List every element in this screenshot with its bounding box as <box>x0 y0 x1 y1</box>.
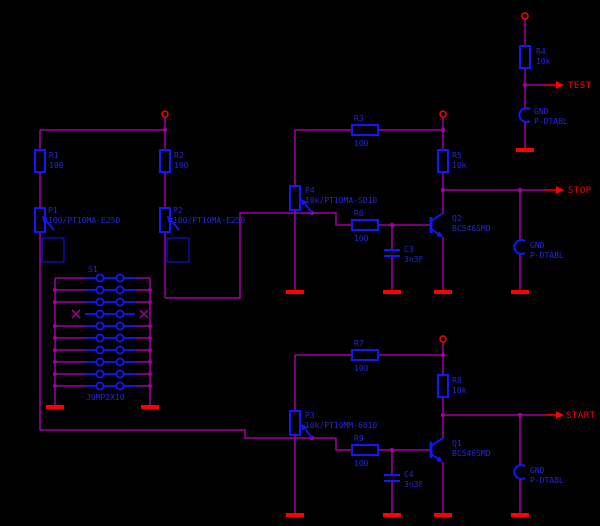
capacitor-c4[interactable]: C4 3n3F <box>384 470 423 489</box>
resistor-r7[interactable]: R7 100 <box>351 339 379 373</box>
tp-start-name-label: GND <box>530 466 545 475</box>
tp-test-value-label: P-DTABL <box>534 117 568 126</box>
net-label-start[interactable]: START <box>546 411 596 421</box>
s1-value-label: JUMP2X10 <box>86 393 125 402</box>
connector-s1[interactable]: S1 <box>55 265 150 402</box>
resistor-r6[interactable]: R6 100 <box>351 209 379 243</box>
net-label-stop[interactable]: STOP <box>546 186 592 196</box>
p1-name-label: P1 <box>48 206 58 215</box>
tp-test-name-label: GND <box>534 107 549 116</box>
p1-value-label: 100/PT10MA-E250 <box>48 216 120 225</box>
supply-pin-bias <box>161 110 169 118</box>
c4-name-label: C4 <box>404 470 414 479</box>
capacitor-c3[interactable]: C3 3n3F <box>384 245 423 264</box>
resistor-r9[interactable]: R9 100 <box>351 434 379 468</box>
supply-pins <box>161 12 529 343</box>
p4-name-label: P4 <box>305 186 315 195</box>
test-net-text: TEST <box>568 81 592 91</box>
c3-value-label: 3n3F <box>404 255 423 264</box>
tp-stop-value-label: P-DTABL <box>530 251 564 260</box>
trimmer-p3[interactable]: P3 10k/PT10MM-6010 <box>289 410 377 439</box>
trimmer-p1[interactable]: P1 100/PT10MA-E250 <box>34 206 120 263</box>
tp-start-value-label: P-DTABL <box>530 476 564 485</box>
r9-name-label: R9 <box>354 434 364 443</box>
wiper-arrow-icon <box>301 424 308 431</box>
ground-symbols <box>46 148 534 517</box>
arrow-right-icon <box>556 186 564 194</box>
arrow-right-icon <box>556 411 564 419</box>
r9-value-label: 100 <box>354 459 369 468</box>
p2-name-label: P2 <box>173 206 183 215</box>
r1-name-label: R1 <box>49 151 59 160</box>
testpoint-start[interactable]: GND P-DTABL <box>513 464 564 485</box>
r6-name-label: R6 <box>354 209 364 218</box>
supply-pin-stop <box>439 110 447 118</box>
r5-value-label: 10k <box>452 161 467 170</box>
emitter-arrow-icon <box>436 456 443 462</box>
r5-name-label: R5 <box>452 151 462 160</box>
tp-stop-name-label: GND <box>530 241 545 250</box>
r2-value-label: 100 <box>174 161 189 170</box>
r3-value-label: 100 <box>354 139 369 148</box>
r7-name-label: R7 <box>354 339 364 348</box>
resistor-r5[interactable]: R5 10k <box>437 149 467 173</box>
supply-pin-test <box>521 12 529 20</box>
resistor-r4[interactable]: R4 10k <box>519 45 551 69</box>
supply-pin-start <box>439 335 447 343</box>
wiper-arrow-icon <box>42 216 49 223</box>
transistor-q1[interactable]: Q1 BC546SMD <box>429 437 491 462</box>
p3-value-label: 10k/PT10MM-6010 <box>305 421 377 430</box>
testpoint-stop[interactable]: GND P-DTABL <box>513 239 564 260</box>
r6-value-label: 100 <box>354 234 369 243</box>
stop-net-text: STOP <box>568 186 592 196</box>
q1-name-label: Q1 <box>452 439 462 448</box>
arrow-right-icon <box>556 81 564 89</box>
resistor-r1[interactable]: R1 100 <box>34 149 64 173</box>
start-net-text: START <box>566 411 596 421</box>
testpoint-test[interactable]: GND P-DTABL <box>518 107 568 126</box>
c4-value-label: 3n3F <box>404 480 423 489</box>
r4-value-label: 10k <box>536 57 551 66</box>
r3-name-label: R3 <box>354 114 364 123</box>
p2-value-label: 100/PT10MA-E250 <box>173 216 245 225</box>
q2-value-label: BC546SMD <box>452 224 491 233</box>
resistor-r3[interactable]: R3 100 <box>351 114 379 148</box>
r8-name-label: R8 <box>452 376 462 385</box>
r2-name-label: R2 <box>174 151 184 160</box>
q1-value-label: BC546SMD <box>452 449 491 458</box>
emitter-arrow-icon <box>436 231 443 237</box>
p3-name-label: P3 <box>305 411 315 420</box>
wiper-arrow-icon <box>167 216 174 223</box>
resistor-r8[interactable]: R8 10k <box>437 374 467 398</box>
no-connect-cross-icon <box>71 309 149 319</box>
trimmer-p4[interactable]: P4 10k/PT10MA-SD10 <box>289 185 377 214</box>
r1-value-label: 100 <box>49 161 64 170</box>
trimmer-p2[interactable]: P2 100/PT10MA-E250 <box>159 206 245 263</box>
r8-value-label: 10k <box>452 386 467 395</box>
net-label-test[interactable]: TEST <box>546 81 592 91</box>
s1-name-label: S1 <box>88 265 98 274</box>
r4-name-label: R4 <box>536 47 546 56</box>
p4-value-label: 10k/PT10MA-SD10 <box>305 196 377 205</box>
resistor-r2[interactable]: R2 100 <box>159 149 189 173</box>
c3-name-label: C3 <box>404 245 414 254</box>
q2-name-label: Q2 <box>452 214 462 223</box>
transistor-q2[interactable]: Q2 BC546SMD <box>429 212 491 237</box>
wiper-arrow-icon <box>301 199 308 206</box>
net-wires <box>39 19 546 513</box>
r7-value-label: 100 <box>354 364 369 373</box>
